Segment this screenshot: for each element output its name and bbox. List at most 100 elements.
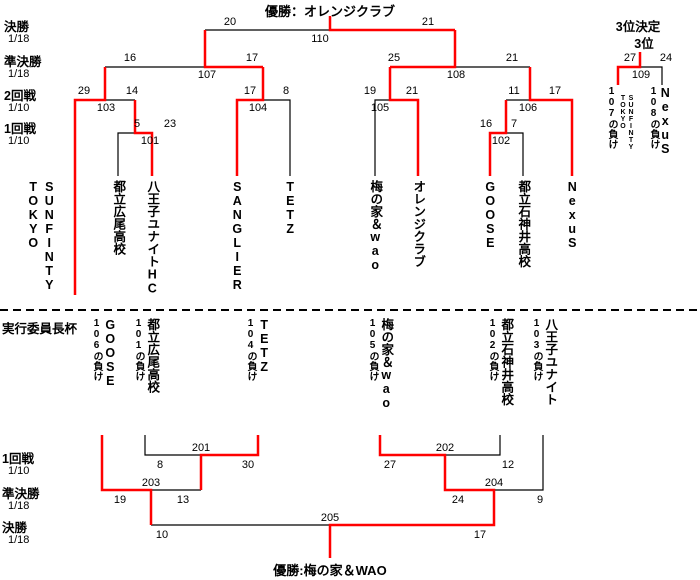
m202-right-score: 12	[501, 459, 515, 471]
m201-left-score: 8	[156, 459, 164, 471]
m108-left-score: 25	[387, 52, 401, 64]
m109-left-score: 27	[623, 52, 637, 64]
thirdplace-left-name-col2: SUNFINTY	[627, 95, 635, 151]
team-toritsu-hiroo: 都立広尾高校	[111, 180, 126, 255]
m102-left-score: 16	[479, 118, 493, 130]
line-team-hiroo-to-m101	[117, 132, 135, 176]
m102-right-score: 7	[510, 118, 518, 130]
team-sanglier: SANGLIER	[230, 180, 245, 292]
winner-line-orange-final	[328, 16, 455, 32]
m204-left-score: 24	[451, 494, 465, 506]
m205-left-score: 10	[155, 529, 169, 541]
winner-line-goose-m203	[100, 435, 153, 525]
m205-right-score: 17	[473, 529, 487, 541]
m106-left-score: 11	[508, 85, 520, 97]
third-place-subheading: 3位	[634, 37, 654, 51]
m203-number: 203	[141, 477, 161, 489]
line-loser102-to-m202	[445, 435, 501, 456]
m205-number: 205	[320, 512, 340, 524]
round-date-final: 1/18	[8, 33, 30, 45]
m104-number: 104	[248, 102, 268, 114]
line-loser103-to-m204	[494, 435, 544, 491]
cons-round-date-semifinal: 1/18	[8, 500, 30, 512]
m102-number: 102	[491, 135, 511, 147]
cons-team1-name: GOOSE	[103, 318, 118, 388]
winner-line-sanglier-m107	[203, 30, 263, 69]
m202-left-score: 27	[383, 459, 397, 471]
cons-team4-annotation: 105の負け	[367, 318, 378, 381]
team-orange-club: オレンジクラブ	[411, 180, 426, 268]
m107-right-score: 17	[245, 52, 259, 64]
m203-left-score: 19	[113, 494, 127, 506]
team-umenoya-wao: 梅の家＆wao	[368, 180, 383, 272]
m108-number: 108	[446, 69, 466, 81]
winner-line-tokyosunfinty-m103	[73, 67, 107, 295]
m103-left-score: 29	[77, 85, 91, 97]
m108-right-score: 21	[505, 52, 519, 64]
team-nexus: NexuS	[565, 180, 580, 250]
cons-round-date-final: 1/18	[8, 534, 30, 546]
top-champion-title: 優勝：オレンジクラブ	[264, 4, 396, 19]
round-label-round1: 1回戦	[4, 122, 36, 136]
m104-right-score: 8	[282, 85, 290, 97]
m203-right-score: 13	[176, 494, 190, 506]
cons-team3-annotation: 104の負け	[245, 318, 256, 381]
cons-round-label-final: 決勝	[2, 521, 28, 535]
consolation-champion-title: 優勝:梅の家＆WAO	[273, 563, 387, 578]
m105-number: 105	[370, 102, 390, 114]
round-date-round2: 1/10	[8, 102, 30, 114]
line-team-tetz-to-m104	[263, 99, 291, 176]
m101-number: 101	[140, 135, 160, 147]
m106-number: 106	[518, 102, 538, 114]
m201-right-score: 30	[241, 459, 255, 471]
line-thirdplace-right	[640, 66, 663, 85]
m103-number: 103	[96, 102, 116, 114]
m105-left-score: 19	[363, 85, 377, 97]
team-tetz: TETZ	[283, 180, 298, 236]
thirdplace-left-annotation: 107の負け	[606, 86, 617, 149]
winner-line-sanglier-m104	[235, 67, 265, 176]
team-goose: GOOSE	[483, 180, 498, 250]
cons-team2-name: 都立広尾高校	[145, 318, 160, 393]
m101-left-score: 5	[133, 118, 141, 130]
m107-left-score: 16	[123, 52, 137, 64]
cons-team2-annotation: 101の負け	[133, 318, 144, 381]
cons-team1-annotation: 106の負け	[91, 318, 102, 381]
m110-right-score: 21	[421, 16, 435, 28]
cons-team6-name: 八王子ユナイト	[543, 318, 558, 406]
third-place-heading: 3位決定	[615, 20, 661, 34]
round-date-round1: 1/10	[8, 135, 30, 147]
m204-right-score: 9	[536, 494, 544, 506]
m110-left-score: 20	[223, 16, 237, 28]
m109-right-score: 24	[659, 52, 673, 64]
round-date-semifinal: 1/18	[8, 68, 30, 80]
team-tokyo-sunfinty-col2: SUNFINTY	[42, 180, 57, 292]
thirdplace-left-name-col1: TOKYO	[619, 95, 627, 130]
m101-right-score: 23	[163, 118, 177, 130]
m106-right-score: 17	[548, 85, 562, 97]
thirdplace-right-annotation: 108の負け	[648, 86, 659, 149]
cons-team5-name: 都立石神井高校	[499, 318, 514, 406]
cons-team4-name: 梅の家＆wao	[379, 318, 394, 410]
team-hachioji-unite-hc: 八王子ユナイトHC	[145, 180, 160, 296]
cons-team5-annotation: 102の負け	[487, 318, 498, 381]
cons-team6-annotation: 103の負け	[531, 318, 542, 381]
winner-line-umenoya-consolation	[328, 435, 496, 558]
cons-round-label-semifinal: 準決勝	[2, 487, 40, 501]
winner-line-tetz-m201	[199, 435, 260, 490]
m107-number: 107	[197, 69, 217, 81]
winner-line-thirdplace	[616, 52, 642, 85]
consolation-heading: 実行委員長杯	[2, 322, 78, 336]
line-team-umenoya-to-m105	[374, 99, 390, 176]
m110-number: 110	[311, 33, 329, 45]
line-team-shakujii-to-m102	[506, 132, 524, 176]
team-tokyo-sunfinty-col1: TOKYO	[26, 180, 41, 250]
team-toritsu-shakujii: 都立石神井高校	[516, 180, 531, 268]
round-label-semifinal: 準決勝	[4, 55, 42, 69]
winner-line-nexus-m106	[528, 67, 574, 176]
m103-right-score: 14	[125, 85, 139, 97]
line-loser101-to-m201	[144, 435, 201, 456]
m105-right-score: 21	[405, 85, 419, 97]
